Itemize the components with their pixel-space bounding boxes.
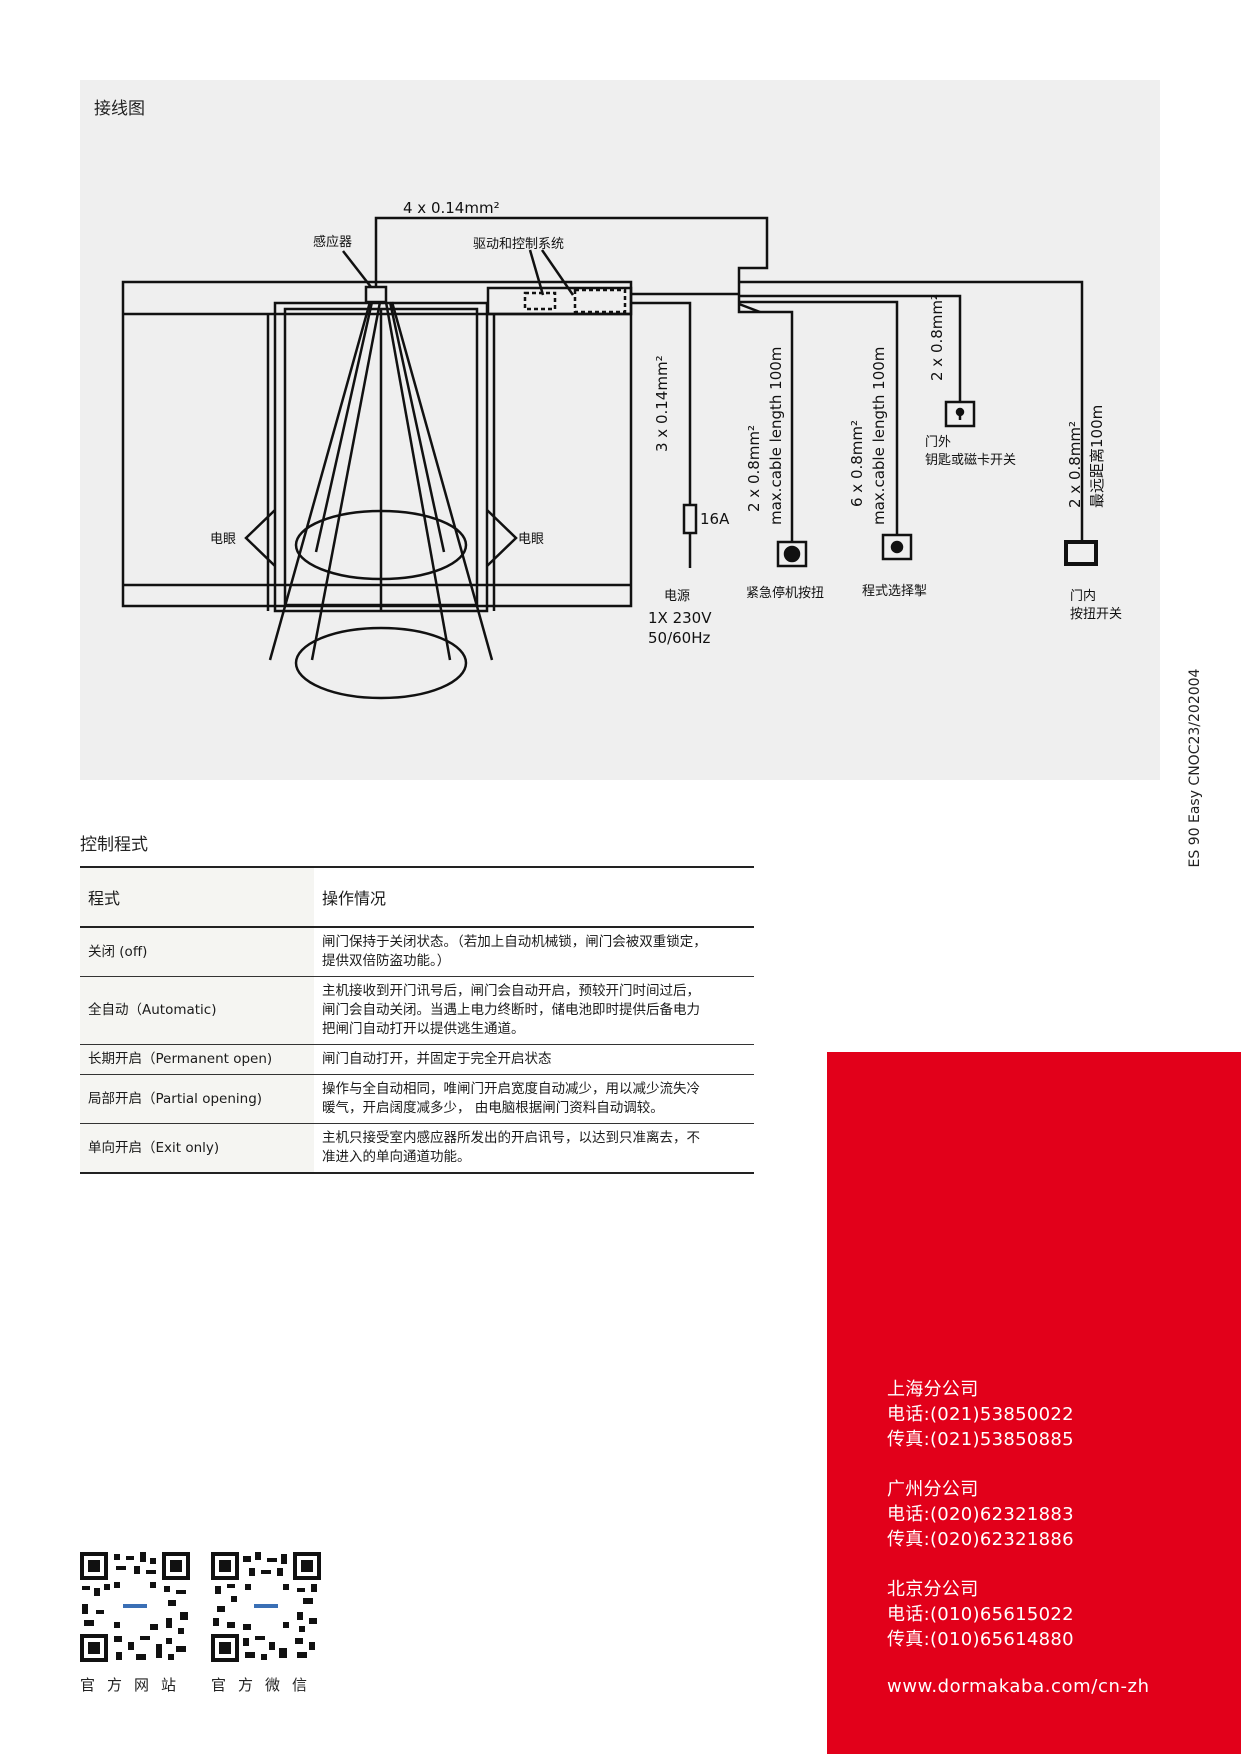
qr-label-wechat: 官方微信 bbox=[211, 1676, 320, 1694]
program-name: 长期开启（Permanent open) bbox=[80, 1044, 314, 1075]
sensor-box bbox=[364, 285, 388, 304]
label-inside1: 门内 bbox=[1070, 588, 1096, 604]
contact-panel: 上海分公司 电话:(021)53850022 传真:(021)53850885 … bbox=[827, 1052, 1241, 1754]
push-button-icon bbox=[1064, 540, 1098, 566]
table-row: 单向开启（Exit only) 主机只接受室内感应器所发出的开启讯号，以达到只准… bbox=[80, 1123, 754, 1174]
table-header-program: 程式 bbox=[80, 866, 314, 928]
label-cable-top: 4 x 0.14mm² bbox=[403, 199, 500, 217]
label-eye-left: 电眼 bbox=[210, 532, 236, 547]
program-description: 操作与全自动相同，唯闸门开启宽度自动减少，用以减少流失冷 暖气，开启阔度减多少，… bbox=[314, 1074, 754, 1124]
program-name: 关闭 (off) bbox=[80, 927, 314, 977]
program-description: 闸门自动打开，并固定于完全开启状态 bbox=[314, 1044, 754, 1075]
label-estop-cable1: 2 x 0.8mm² bbox=[745, 425, 763, 512]
program-name: 局部开启（Partial opening) bbox=[80, 1074, 314, 1124]
program-name: 单向开启（Exit only) bbox=[80, 1123, 314, 1174]
door-frame bbox=[121, 280, 633, 608]
label-power-cable: 3 x 0.14mm² bbox=[653, 355, 671, 452]
label-selector-cable2: max.cable length 100m bbox=[870, 347, 888, 525]
office-fax: 传真:(020)62321886 bbox=[887, 1529, 1074, 1550]
program-selector-icon bbox=[881, 533, 913, 561]
qr-website: 官方网站 bbox=[80, 1552, 190, 1695]
label-estop: 紧急停机按扭 bbox=[746, 585, 824, 601]
control-program-table: 程式 操作情况 关闭 (off) 闸门保持于关闭状态。（若加上自动机械锁，闸门会… bbox=[80, 866, 754, 1174]
label-power: 电源 bbox=[664, 589, 690, 604]
program-description: 主机接收到开门讯号后，闸门会自动开启，预较开门时间过后， 闸门会自动关闭。当遇上… bbox=[314, 976, 754, 1045]
office-tel: 电话:(021)53850022 bbox=[887, 1404, 1074, 1425]
emergency-stop-icon bbox=[776, 540, 808, 568]
wiring-diagram-panel: 接线图 bbox=[80, 80, 1160, 780]
label-outside2: 钥匙或磁卡开关 bbox=[925, 453, 1016, 468]
key-switch-icon bbox=[944, 400, 976, 428]
label-outside-cable: 2 x 0.8mm² bbox=[928, 294, 946, 381]
qr-code-icon bbox=[211, 1552, 321, 1662]
label-voltage: 1X 230V bbox=[648, 609, 712, 627]
label-estop-cable2: max.cable length 100m bbox=[767, 347, 785, 525]
label-frequency: 50/60Hz bbox=[648, 629, 711, 647]
wiring-diagram: 4 x 0.14mm² 感应器 驱动和控制系统 电眼 电眼 3 x 0.14mm… bbox=[121, 199, 1122, 700]
office-beijing: 北京分公司 电话:(010)65615022 传真:(010)65614880 bbox=[887, 1577, 1074, 1652]
table-row: 全自动（Automatic) 主机接收到开门讯号后，闸门会自动开启，预较开门时间… bbox=[80, 976, 754, 1045]
table-row: 长期开启（Permanent open) 闸门自动打开，并固定于完全开启状态 bbox=[80, 1044, 754, 1075]
table-header-operation: 操作情况 bbox=[314, 866, 754, 928]
website-link[interactable]: www.dormakaba.com/cn-zh bbox=[887, 1676, 1150, 1697]
qr-label-website: 官方网站 bbox=[80, 1676, 189, 1694]
office-name: 广州分公司 bbox=[887, 1479, 979, 1500]
office-name: 北京分公司 bbox=[887, 1579, 979, 1600]
office-fax: 传真:(021)53850885 bbox=[887, 1429, 1074, 1450]
qr-wechat: 官方微信 bbox=[211, 1552, 321, 1695]
diagram-title: 接线图 bbox=[94, 99, 145, 119]
office-shanghai: 上海分公司 电话:(021)53850022 传真:(021)53850885 bbox=[887, 1377, 1074, 1452]
office-fax: 传真:(010)65614880 bbox=[887, 1629, 1074, 1650]
label-inside-cable1: 2 x 0.8mm² bbox=[1066, 421, 1084, 508]
table-row: 局部开启（Partial opening) 操作与全自动相同，唯闸门开启宽度自动… bbox=[80, 1074, 754, 1124]
fuse-icon bbox=[682, 503, 698, 535]
program-description: 闸门保持于关闭状态。（若加上自动机械锁，闸门会被双重锁定， 提供双倍防盗功能。） bbox=[314, 927, 754, 977]
drive-unit bbox=[486, 286, 633, 316]
control-section-title: 控制程式 bbox=[80, 835, 148, 855]
program-name: 全自动（Automatic) bbox=[80, 976, 314, 1045]
label-eye-right: 电眼 bbox=[518, 532, 544, 547]
office-name: 上海分公司 bbox=[887, 1379, 979, 1400]
office-tel: 电话:(020)62321883 bbox=[887, 1504, 1074, 1525]
office-tel: 电话:(010)65615022 bbox=[887, 1604, 1074, 1625]
document-code: ES 90 Easy CNOC23/202004 bbox=[1187, 668, 1203, 868]
qr-code-icon bbox=[80, 1552, 190, 1662]
office-guangzhou: 广州分公司 电话:(020)62321883 传真:(020)62321886 bbox=[887, 1477, 1074, 1552]
label-fuse: 16A bbox=[700, 510, 730, 528]
label-inside-cable2: 最远距离100m bbox=[1088, 405, 1106, 508]
label-drive: 驱动和控制系统 bbox=[473, 237, 564, 252]
table-row: 关闭 (off) 闸门保持于关闭状态。（若加上自动机械锁，闸门会被双重锁定， 提… bbox=[80, 927, 754, 977]
label-inside2: 按扭开关 bbox=[1070, 607, 1122, 622]
label-selector-cable1: 6 x 0.8mm² bbox=[848, 420, 866, 507]
program-description: 主机只接受室内感应器所发出的开启讯号，以达到只准离去，不 准进入的单向通道功能。 bbox=[314, 1123, 754, 1174]
label-outside1: 门外 bbox=[925, 435, 951, 450]
label-selector: 程式选择掣 bbox=[862, 584, 927, 599]
label-sensor: 感应器 bbox=[313, 234, 352, 250]
